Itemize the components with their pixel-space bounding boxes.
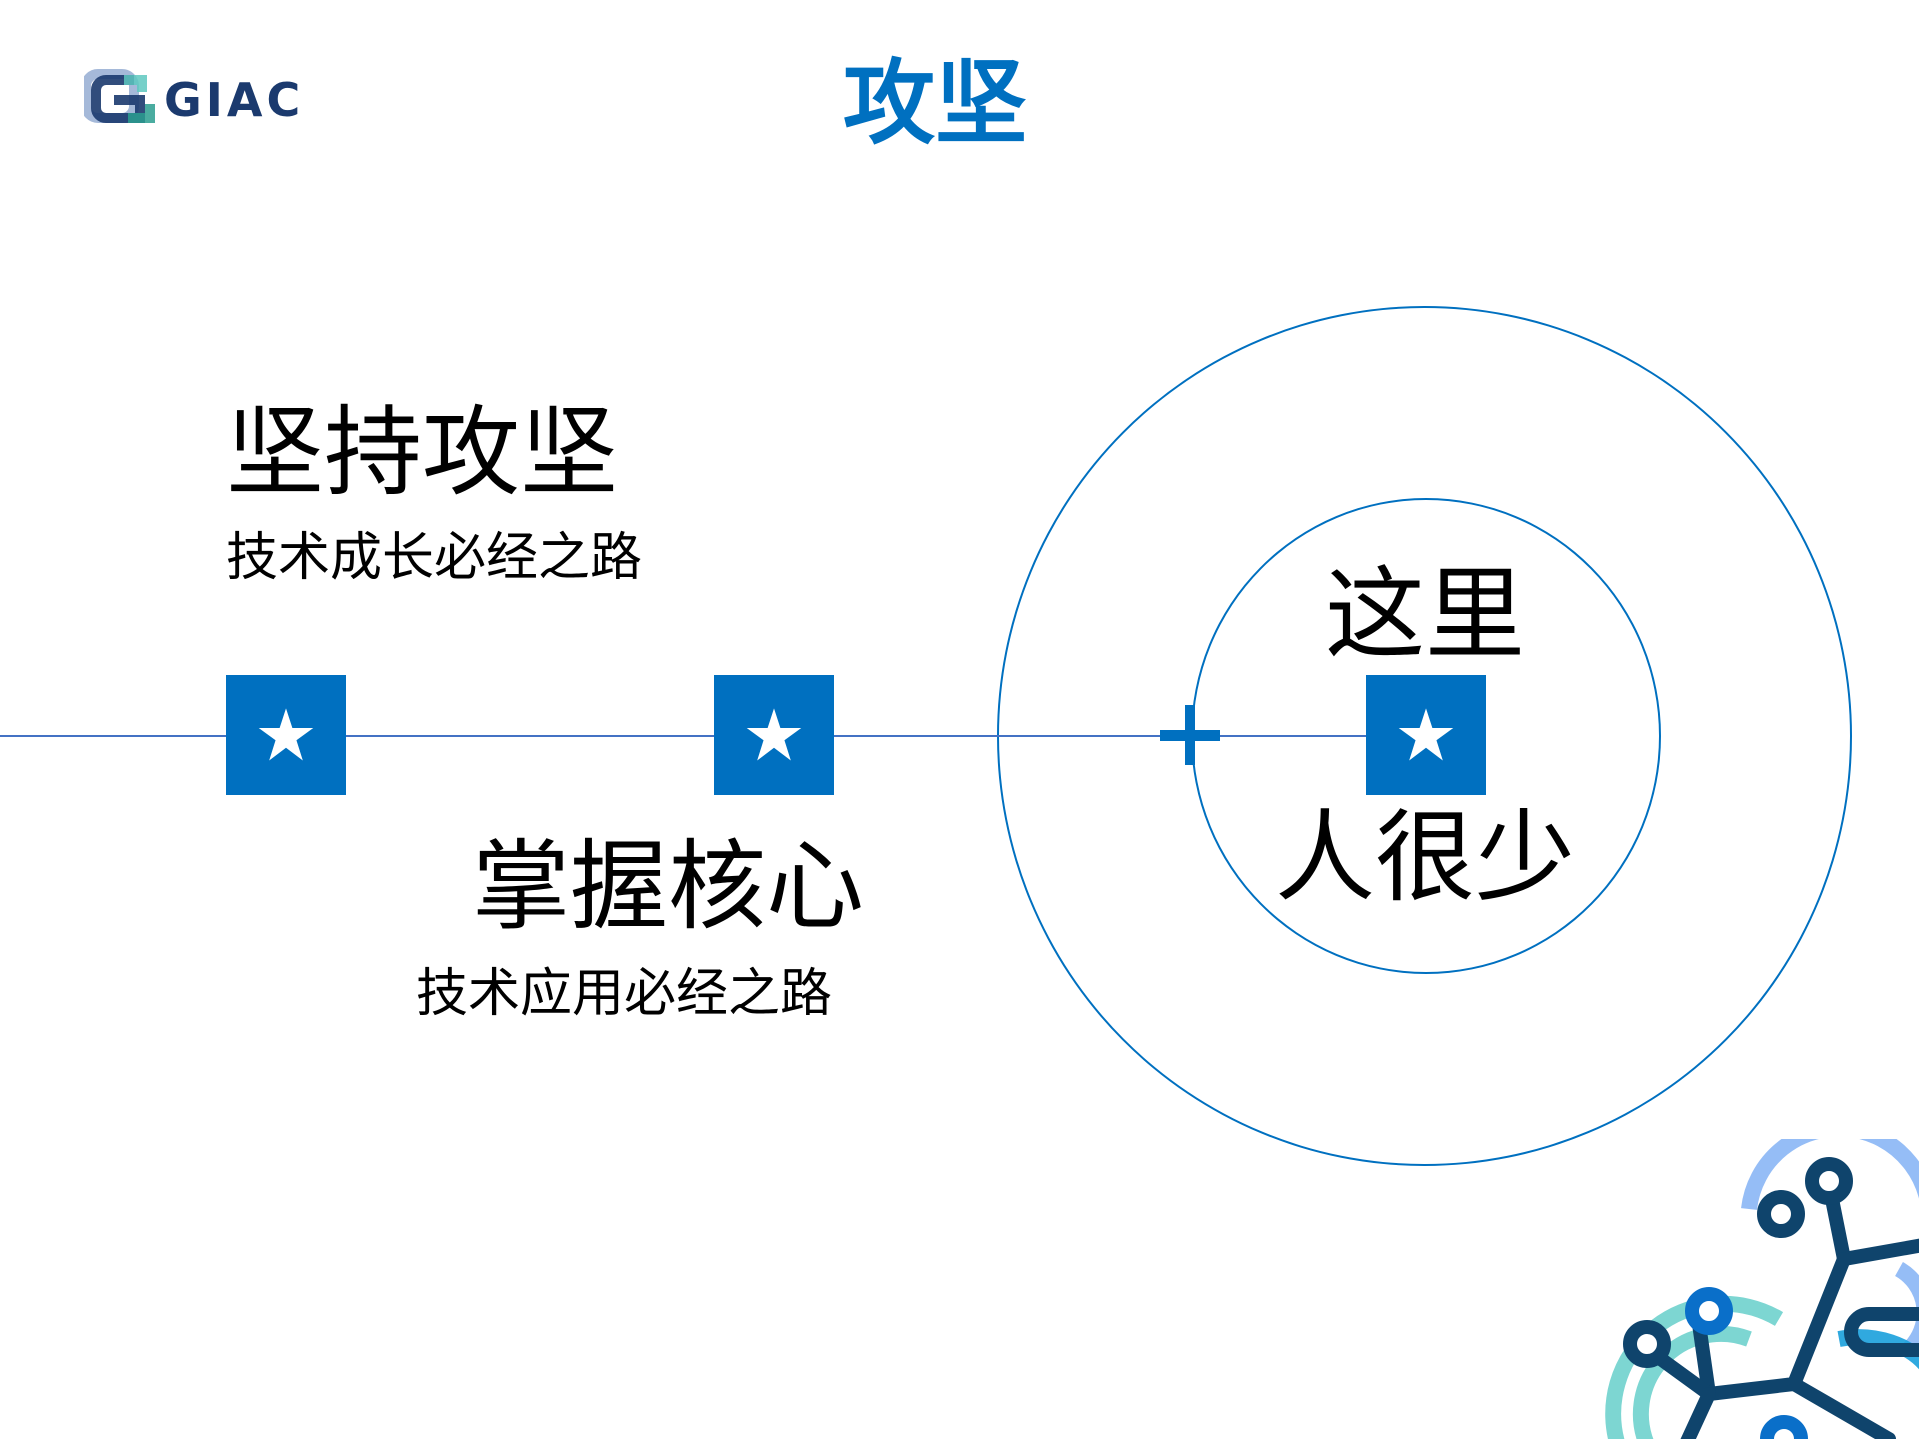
slide-title: 攻坚 — [842, 50, 1027, 157]
giac-logo: GIAC — [84, 68, 314, 128]
logo-text: GIAC — [164, 73, 305, 127]
item2-subtitle: 技术应用必经之路 — [416, 964, 833, 1024]
star-icon — [1398, 708, 1454, 761]
timeline-node-2 — [714, 675, 834, 795]
timeline-node-3 — [1366, 675, 1486, 795]
item2-heading: 掌握核心 — [472, 830, 865, 944]
giac-logo-icon — [84, 69, 155, 123]
star-icon — [746, 708, 802, 761]
plus-icon-vertical — [1185, 705, 1195, 765]
star-icon — [258, 708, 314, 761]
target-label-bottom: 人很少 — [1275, 799, 1575, 916]
item1-heading: 坚持攻坚 — [226, 396, 619, 510]
timeline-line — [0, 735, 1370, 737]
network-molecule-icon — [1605, 1139, 1919, 1439]
target-label-top: 这里 — [1325, 556, 1525, 673]
item1-subtitle: 技术成长必经之路 — [226, 528, 643, 588]
timeline-node-1 — [226, 675, 346, 795]
